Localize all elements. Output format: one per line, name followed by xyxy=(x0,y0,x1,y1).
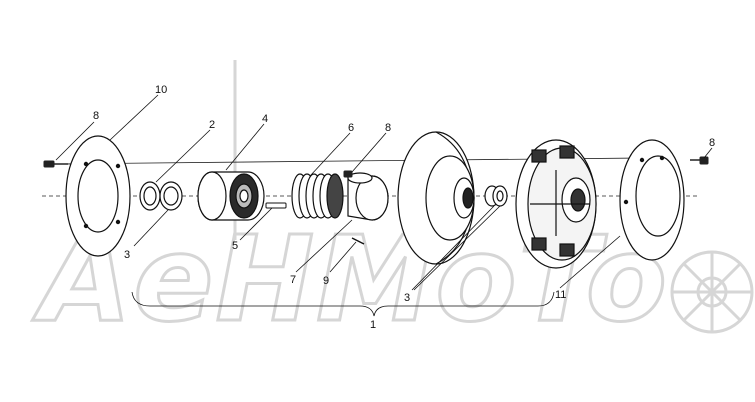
sleeve xyxy=(347,172,389,221)
callout-9: 9 xyxy=(323,275,329,287)
cam-hub xyxy=(197,171,265,221)
callout-4: 4 xyxy=(262,113,268,125)
callout-8-middle: 8 xyxy=(385,122,391,134)
callout-1: 1 xyxy=(370,319,376,331)
callout-8-right: 8 xyxy=(709,137,715,149)
washer-3 xyxy=(159,181,183,211)
callout-5: 5 xyxy=(232,240,238,252)
callout-3-right: 3 xyxy=(404,292,410,304)
bolt-left xyxy=(43,160,68,168)
bolt-middle xyxy=(343,170,353,178)
washer-2 xyxy=(139,181,161,211)
callout-7: 7 xyxy=(290,274,296,286)
washers-right xyxy=(484,185,508,207)
callout-6: 6 xyxy=(348,122,354,134)
callout-11: 11 xyxy=(555,289,566,301)
outer-cover xyxy=(619,139,685,261)
fixed-sheave xyxy=(397,131,475,265)
pin-9 xyxy=(351,237,365,245)
callout-labels: 8 10 2 4 6 8 8 3 5 7 9 3 11 1 xyxy=(93,84,715,331)
spring xyxy=(291,173,344,219)
bolt-right xyxy=(690,156,709,165)
movable-sheave xyxy=(515,139,597,269)
key-pin xyxy=(265,202,287,209)
leader-lines xyxy=(55,94,713,317)
callout-2: 2 xyxy=(209,119,215,131)
callout-3-left: 3 xyxy=(124,249,130,261)
callout-8-left: 8 xyxy=(93,110,99,122)
callout-10: 10 xyxy=(155,84,167,96)
cover-plate xyxy=(65,135,131,257)
